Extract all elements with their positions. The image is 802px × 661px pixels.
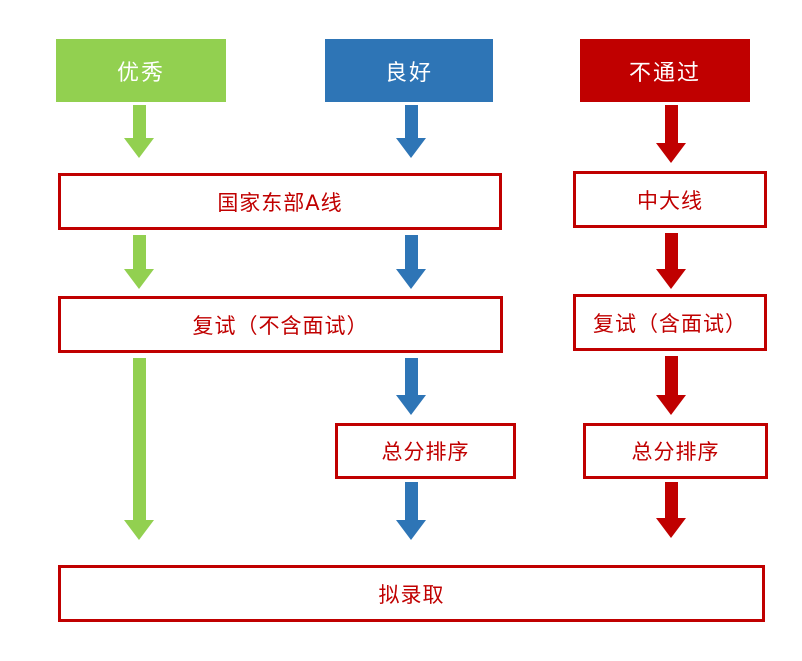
box-retest-with-interview: 复试（含面试） (573, 294, 767, 351)
header-box-good: 良好 (325, 39, 493, 102)
down-arrow-red-1-icon (656, 105, 686, 163)
down-arrow-green-3-long-icon (124, 358, 154, 540)
down-arrow-green-2-icon (124, 235, 154, 289)
box-zhongda-line-label: 中大线 (637, 188, 703, 213)
box-total-score-ranking-right-label: 总分排序 (631, 440, 720, 464)
header-box-fail: 不通过 (580, 39, 750, 102)
down-arrow-green-1-icon (124, 105, 154, 158)
down-arrow-red-4-icon (656, 482, 686, 538)
box-retest-without-interview: 复试（不含面试） (58, 296, 503, 353)
box-total-score-ranking-middle-label: 总分排序 (381, 440, 470, 464)
header-label-excellent: 优秀 (116, 60, 165, 86)
down-arrow-blue-4-icon (396, 482, 426, 540)
box-national-east-a-line: 国家东部A线 (58, 173, 502, 230)
down-arrow-red-3-icon (656, 356, 686, 415)
box-total-score-ranking-right: 总分排序 (583, 423, 768, 479)
box-proposed-admission-label: 拟录取 (378, 582, 445, 607)
down-arrow-blue-2-icon (396, 235, 426, 289)
box-total-score-ranking-middle: 总分排序 (335, 423, 516, 479)
down-arrow-blue-3-icon (396, 358, 426, 415)
box-retest-without-interview-label: 复试（不含面试） (192, 313, 369, 338)
box-zhongda-line: 中大线 (573, 171, 767, 228)
down-arrow-blue-1-icon (396, 105, 426, 158)
header-box-excellent: 优秀 (56, 39, 226, 102)
header-label-fail: 不通过 (628, 60, 701, 86)
header-label-good: 良好 (384, 60, 433, 86)
box-retest-with-interview-label: 复试（含面试） (593, 311, 747, 336)
box-proposed-admission: 拟录取 (58, 565, 765, 622)
down-arrow-red-2-icon (656, 233, 686, 289)
box-national-east-a-line-label: 国家东部A线 (217, 190, 343, 215)
